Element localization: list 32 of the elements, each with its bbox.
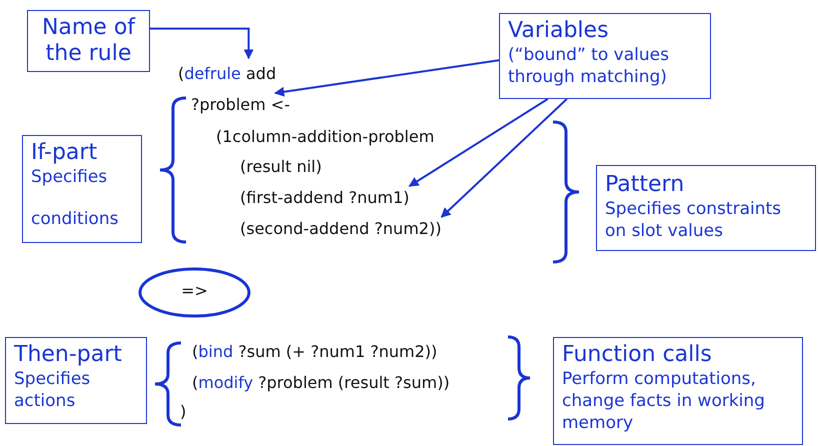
arrow-symbol-text: => (180, 281, 209, 301)
callout-box (27, 10, 150, 72)
code-line: (first-addend ?num1) (240, 188, 410, 207)
arrow (274, 59, 500, 97)
callout-title: Pattern (605, 172, 686, 198)
callout-text: Specifies (31, 166, 108, 188)
code-line: (second-addend ?num2)) (240, 219, 442, 238)
code-line: (result nil) (240, 157, 322, 177)
callout-text: conditions (31, 208, 120, 230)
callout-title: If-part (31, 140, 98, 166)
code-line: (defrule add (178, 64, 276, 83)
arrow (440, 98, 568, 218)
callout-title: Name of the rule (40, 15, 136, 67)
code-line: (1column-addition-problem (216, 127, 434, 147)
callout-title: Variables (508, 18, 610, 44)
arrow (408, 98, 548, 187)
callout-box (553, 337, 803, 445)
callout-text: (“bound” to values through matching) (508, 44, 670, 88)
callout-text: Perform computations, change facts in working memory (562, 368, 766, 434)
callout-box (5, 337, 147, 424)
code-line: (modify ?problem (result ?sum)) (192, 373, 450, 393)
arrow (150, 28, 254, 60)
code-line: (bind ?sum (+ ?num1 ?num2)) (192, 342, 438, 362)
callout-box (499, 13, 711, 99)
callout-text: Specifies actions (14, 368, 92, 412)
callout-text: Specifies constraints on slot values (605, 198, 782, 242)
callout-title: Then-part (14, 342, 123, 368)
callout-box (22, 135, 142, 243)
code-line: ) (180, 402, 186, 422)
callout-title: Function calls (562, 342, 713, 368)
code-line: ?problem <- (191, 95, 290, 114)
callout-box (596, 165, 816, 251)
